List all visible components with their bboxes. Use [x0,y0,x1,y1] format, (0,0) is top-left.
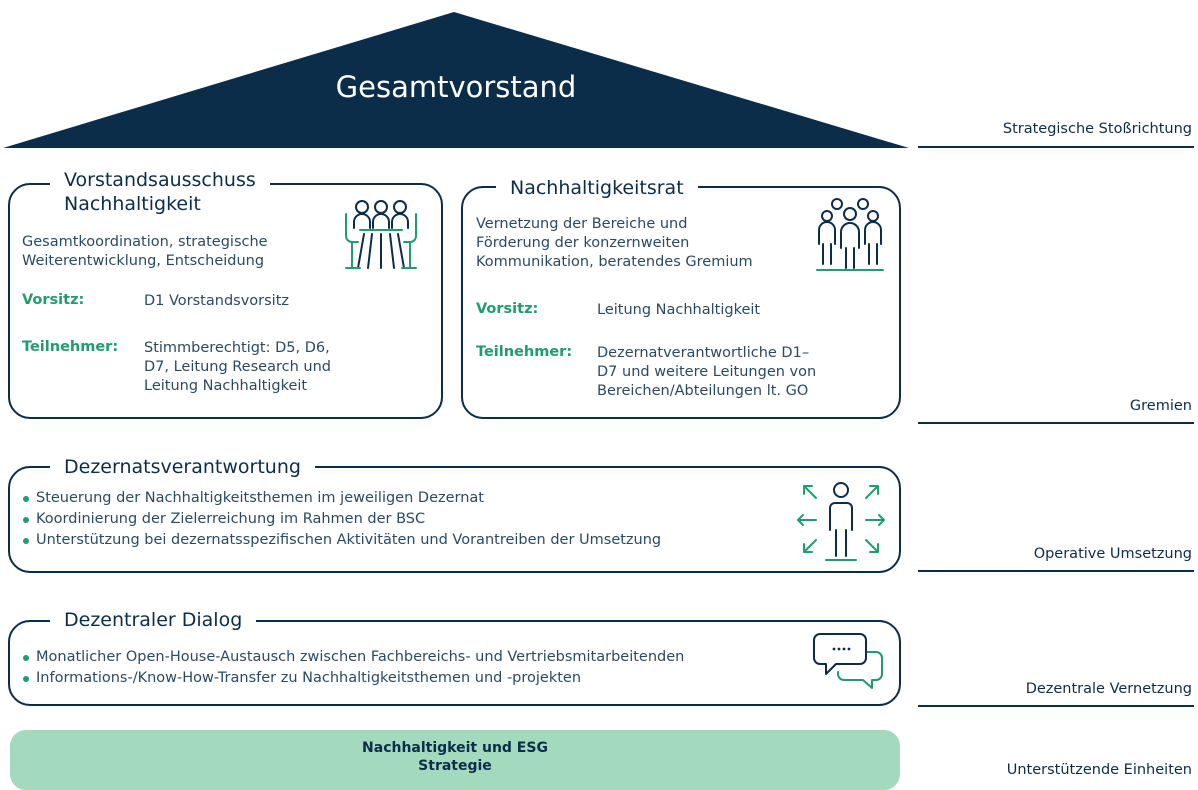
description-line: Gesamtkoordination, strategische [22,234,268,250]
committee-title-line2: Nachhaltigkeit [64,193,201,215]
level-divider-decentral [918,705,1194,707]
dialog-bullet-list: Monatlicher Open-House-Austausch zwische… [22,647,684,689]
roof-title: Gesamtvorstand [335,70,577,104]
chair-value: D1 Vorstandsvorsitz [144,293,289,309]
support-unit-line2: Strategie [418,758,492,774]
list-item: Informations-/Know-How-Transfer zu Nachh… [22,668,684,689]
group-people-icon [816,198,884,271]
committee-description: Gesamtkoordination, strategische Weitere… [22,233,268,271]
members-line: Stimmberechtigt: D5, D6, [144,340,330,356]
level-label-strategic: Strategische Stoßrichtung [1002,121,1192,137]
meeting-table-icon [345,200,417,269]
level-divider-operative [918,570,1194,572]
members-value: Dezernatverantwortliche D1– D7 und weite… [597,344,816,401]
members-line: Dezernatverantwortliche D1– [597,345,810,361]
list-item: Steuerung der Nachhaltigkeitsthemen im j… [22,488,661,509]
support-unit-line1: Nachhaltigkeit und ESG [362,740,548,756]
department-title: Dezernatsverantwortung [50,455,315,479]
list-item: Monatlicher Open-House-Austausch zwische… [22,647,684,668]
dialog-box [8,620,901,706]
members-line: D7, Leitung Research und [144,359,331,375]
list-item: Koordinierung der Zielerreichung im Rahm… [22,509,661,530]
chat-bubbles-icon [813,633,883,689]
members-line: Bereichen/Abteilungen lt. GO [597,383,809,399]
committee-title-line1: Vorstandsausschuss [64,169,256,191]
members-line: D7 und weitere Leitungen von [597,364,817,380]
level-label-support: Unterstützende Einheiten [1006,762,1192,778]
committee-description: Vernetzung der Bereiche und Förderung de… [476,215,753,272]
support-unit-box: Nachhaltigkeit und ESG Strategie [10,730,900,790]
dialog-title: Dezentraler Dialog [50,608,257,632]
level-label-operative: Operative Umsetzung [1033,546,1192,562]
description-line: Weiterentwicklung, Entscheidung [22,253,265,269]
members-value: Stimmberechtigt: D5, D6, D7, Leitung Res… [144,339,331,396]
members-label: Teilnehmer: [476,344,573,360]
chair-label: Vorsitz: [22,292,85,308]
members-line: Leitung Nachhaltigkeit [144,378,308,394]
level-divider-strategic [918,146,1194,148]
committee-title-nachhaltigkeitsrat: Nachhaltigkeitsrat [496,176,698,200]
level-divider-committees [918,422,1194,424]
members-label: Teilnehmer: [22,339,119,355]
person-arrows-icon [797,482,885,561]
chair-label: Vorsitz: [476,301,539,317]
level-label-decentral: Dezentrale Vernetzung [1025,681,1192,697]
list-item: Unterstützung bei dezernatsspezifischen … [22,530,661,551]
description-line: Kommunikation, beratendes Gremium [476,254,753,270]
roof-shape [3,12,909,148]
description-line: Vernetzung der Bereiche und [476,216,688,232]
chair-value: Leitung Nachhaltigkeit [597,302,761,318]
description-line: Förderung der konzernweiten [476,235,690,251]
department-box [8,466,901,573]
level-label-committees: Gremien [1129,398,1192,414]
department-bullet-list: Steuerung der Nachhaltigkeitsthemen im j… [22,488,661,551]
committee-title-vorstandsausschuss: Vorstandsausschuss Nachhaltigkeit [50,168,270,216]
